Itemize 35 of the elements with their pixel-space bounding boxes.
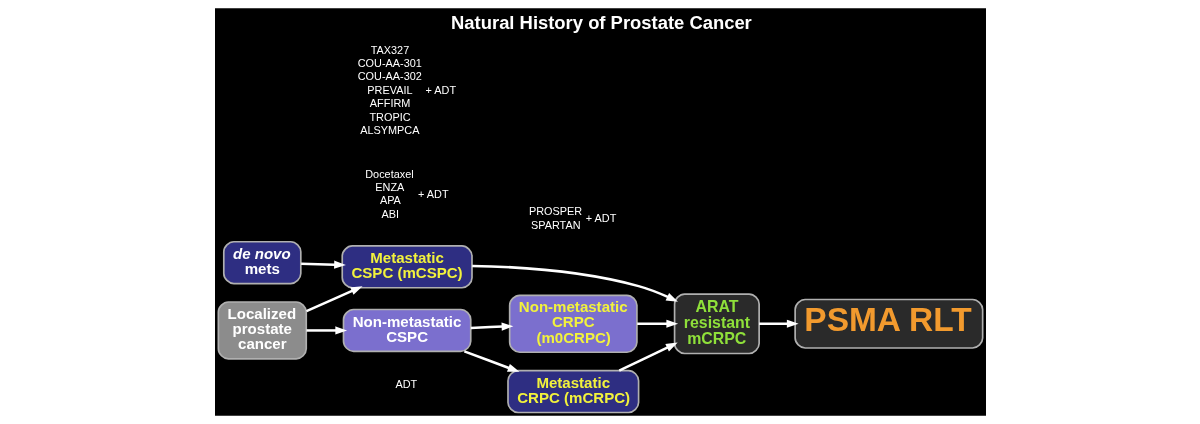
node-box: Non-metastatic CRPC (m0CRPC) <box>508 294 638 354</box>
label: + ADT <box>585 211 616 224</box>
label: PREVAIL <box>366 83 412 96</box>
label: + ADT <box>425 83 456 96</box>
label: COU-AA-302 <box>357 70 422 83</box>
label: COU-AA-301 <box>357 57 422 70</box>
arrow <box>618 342 678 372</box>
node-box: Localized prostate cancer <box>217 301 307 360</box>
label: PROSPER <box>528 205 582 218</box>
label: SPARTAN <box>530 218 581 231</box>
node-label: ADT <box>394 377 417 390</box>
label: Docetaxel <box>364 167 414 180</box>
arrow <box>305 326 347 335</box>
node-box: ARAT resistant mCRPC <box>673 293 760 355</box>
node-box: PSMA RLT <box>793 298 983 349</box>
label: APA <box>379 194 401 207</box>
label: TAX327 <box>370 43 409 56</box>
arrow <box>470 322 513 331</box>
node-box: de novo mets <box>222 240 302 285</box>
arrow <box>300 260 346 269</box>
diagram-title: Natural History of Prostate Cancer <box>450 11 752 33</box>
arrow <box>305 286 363 313</box>
arrow <box>636 319 678 328</box>
arrow <box>758 319 799 328</box>
node-box: Metastatic CSPC (mCSPC) <box>340 245 473 289</box>
arrow <box>471 264 678 302</box>
label: AFFIRM <box>369 97 410 110</box>
node-box: Non-metastatic CSPC <box>342 308 472 353</box>
arrow <box>463 350 519 372</box>
node-box: Metastatic CRPC (mCRPC) <box>506 369 639 414</box>
label: ENZA <box>374 180 404 193</box>
label: + ADT <box>417 187 449 200</box>
label: ABI <box>381 207 399 220</box>
label: TROPIC <box>368 110 411 123</box>
label: ALSYMPCA <box>359 124 419 137</box>
